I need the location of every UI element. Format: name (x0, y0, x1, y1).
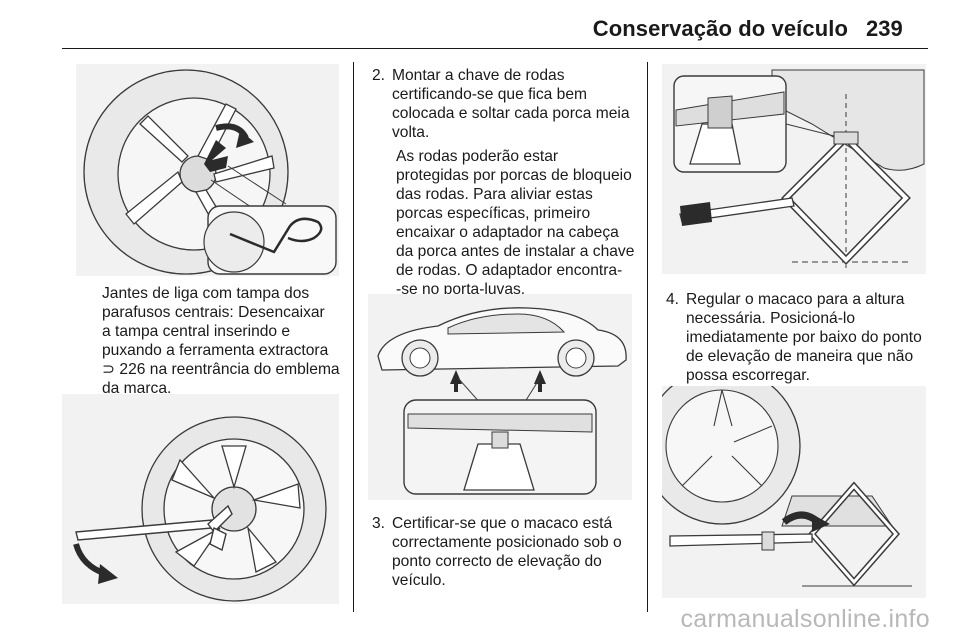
step-line: ponto correcto de elevação do (392, 553, 602, 570)
note-line: porcas específicas, primeiro (396, 205, 591, 222)
step-number: 2. (372, 67, 386, 84)
alloy-wheel-caption: Jantes de liga com tampa dos parafusos c… (102, 284, 342, 398)
illustration-alloy-wheel-cap-removal (76, 64, 339, 276)
note-line: de rodas. O adaptador encontra- (396, 262, 623, 279)
locking-wheel-nut-note: As rodas poderão estar protegidas por po… (396, 147, 646, 299)
illustration-wheel-wrench-loosening (62, 394, 339, 604)
step-line: veículo. (392, 572, 446, 589)
step-line: volta. (392, 124, 430, 141)
step-line: necessária. Posicioná-lo (686, 310, 856, 327)
wheel-wrench-illustration (73, 416, 327, 602)
illustration-jack-lifting-points (368, 294, 632, 500)
step-line: Montar a chave de rodas (392, 67, 565, 84)
jack-positioning-illustration (673, 69, 925, 268)
caption-line: puxando a ferramenta extractora (102, 342, 329, 359)
note-line: da porca antes de instalar a chave (396, 243, 635, 260)
wheel-cap-illustration (83, 69, 337, 275)
step-number: 3. (372, 515, 386, 532)
caption-line: Jantes de liga com tampa dos (102, 285, 310, 302)
note-line: das rodas. Para aliviar estas (396, 186, 593, 203)
cross-reference-arrow-icon[interactable]: ⊃ (102, 361, 116, 378)
watermark-text: carmanualsonline.info (680, 605, 930, 633)
note-line: -se no porta-luvas. (396, 281, 526, 298)
step-2: 2. Montar a chave de rodas certificando-… (372, 66, 642, 146)
note-line: As rodas poderão estar (396, 148, 559, 165)
caption-line: da marca. (102, 380, 172, 397)
header-rule (62, 48, 928, 49)
step-text: Certificar-se que o macaco está correcta… (392, 514, 622, 590)
step-4: 4. Regular o macaco para a altura necess… (666, 290, 936, 390)
page-header-title: Conservação do veículo (592, 16, 848, 41)
jack-cranking-illustration (662, 386, 912, 587)
step-3: 3. Certificar-se que o macaco está corre… (372, 514, 642, 594)
column-divider-left (353, 62, 354, 612)
lifting-points-illustration (377, 307, 627, 495)
step-line: correctamente posicionado sob o (392, 534, 622, 551)
step-text: Regular o macaco para a altura necessári… (686, 290, 922, 385)
step-line: imediatamente por baixo do ponto (686, 329, 922, 346)
caption-line: a tampa central inserindo e (102, 323, 291, 340)
note-line: protegidas por porcas de bloqueio (396, 167, 632, 184)
step-line: certificando-se que fica bem (392, 86, 588, 103)
page-number: 239 (866, 16, 903, 41)
step-line: Regular o macaco para a altura (686, 291, 905, 308)
step-text: Montar a chave de rodas certificando-se … (392, 66, 630, 142)
step-line: de elevação de maneira que não (686, 348, 914, 365)
caption-line: ⊃ 226 na reentrância do emblema (102, 360, 342, 379)
step-number: 4. (666, 291, 680, 308)
illustration-jack-positioning (662, 64, 926, 274)
step-line: colocada e soltar cada porca meia (392, 105, 630, 122)
note-line: encaixar o adaptador na cabeça (396, 224, 619, 241)
caption-line-text: 226 na reentrância do emblema (119, 361, 340, 378)
step-line: Certificar-se que o macaco está (392, 515, 613, 532)
column-divider-right (647, 62, 648, 612)
illustration-jack-cranking (662, 386, 926, 598)
step-line: possa escorregar. (686, 367, 810, 384)
caption-line: parafusos centrais: Desencaixar (102, 304, 325, 321)
